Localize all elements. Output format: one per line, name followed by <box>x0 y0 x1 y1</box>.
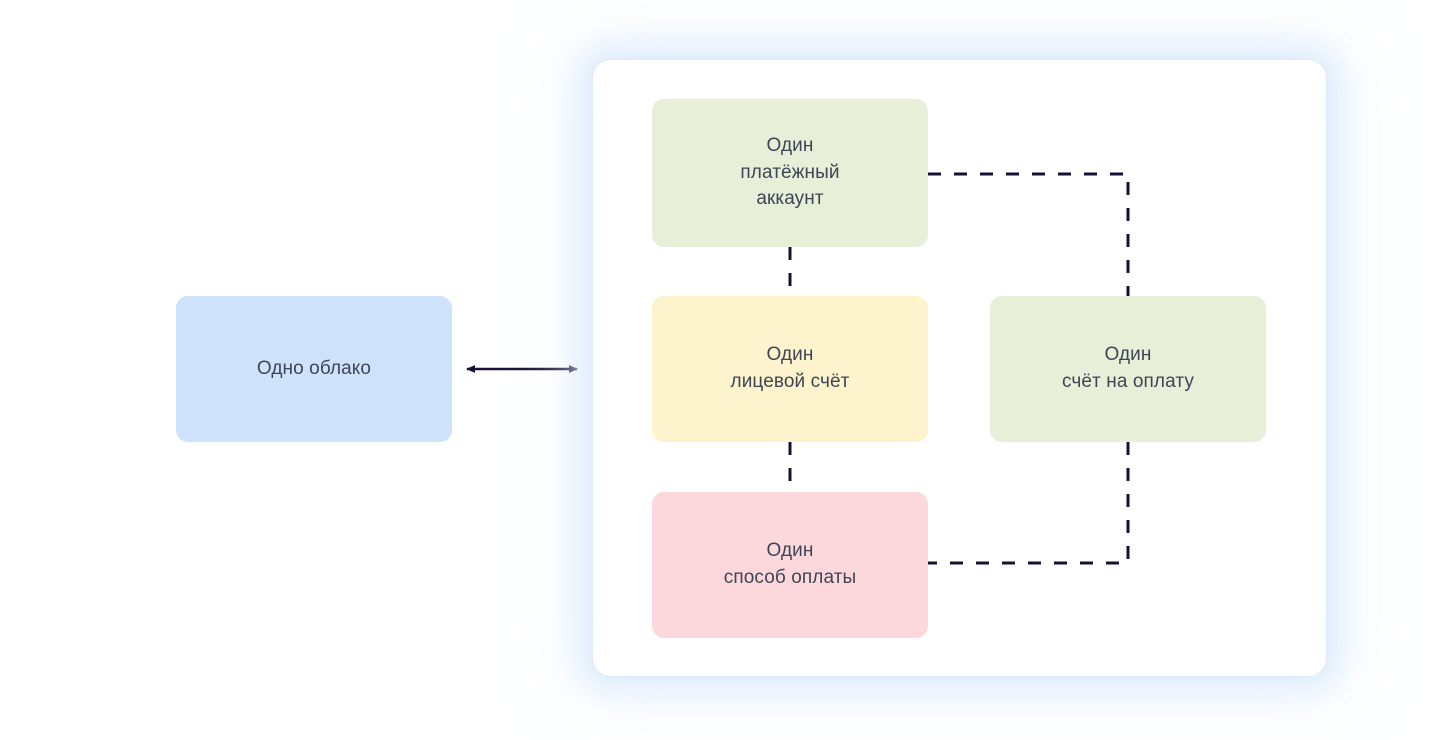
node-invoice-label: Один счёт на оплату <box>1062 344 1194 392</box>
node-cloud-label: Одно облако <box>256 357 372 379</box>
connector-cloud-to-panel <box>466 365 578 373</box>
node-invoice[interactable]: Один счёт на оплату <box>990 296 1266 442</box>
node-payment-method-label: Один способ оплаты <box>723 540 857 588</box>
node-personal-account[interactable]: Один лицевой счёт <box>652 296 928 442</box>
node-personal-account-label: Один лицевой счёт <box>730 344 850 392</box>
node-cloud[interactable]: Одно облако <box>176 296 452 442</box>
node-payment-method[interactable]: Один способ оплаты <box>652 492 928 638</box>
node-billing-account[interactable]: Один платёжный аккаунт <box>652 99 928 247</box>
node-billing-account-label: Один платёжный аккаунт <box>740 134 840 210</box>
